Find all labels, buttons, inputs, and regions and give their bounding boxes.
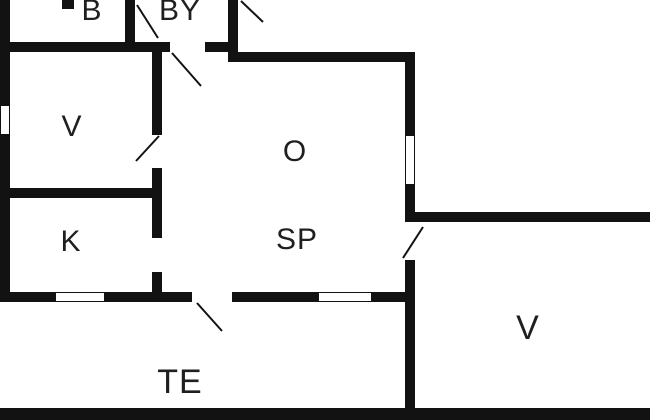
room-label-by: BY (158, 0, 202, 27)
room-label-b: B (81, 0, 103, 27)
wall-hall-left-lower (152, 272, 162, 302)
room-label-o: O (282, 135, 308, 168)
wall-sp-right-upper (405, 52, 415, 135)
wall-sp-te-b (372, 292, 415, 302)
wall-left-outer-upper (0, 0, 10, 105)
window-sp-south (318, 292, 372, 302)
room-label-sp: SP (275, 223, 319, 256)
wall-b-bottom (0, 42, 170, 52)
room-label-te: TE (157, 363, 203, 401)
window-left-wall (0, 105, 10, 135)
wall-hall-left-mid (152, 168, 162, 238)
door-swing-hall-o (171, 52, 202, 87)
wall-te-right (405, 260, 415, 408)
wall-by-bottom-stub (205, 42, 238, 52)
room-label-v-right: V (516, 309, 540, 347)
door-swing-v-left (135, 135, 160, 162)
window-sp-east (405, 135, 415, 185)
wall-v-k-divider (0, 188, 162, 198)
wall-left-outer-lower (0, 135, 10, 302)
room-label-k: K (60, 225, 82, 258)
wall-k-te-a (0, 292, 55, 302)
wall-top-stub (62, 0, 74, 9)
door-swing-by-top (240, 0, 264, 23)
wall-bottom-outer (0, 408, 650, 420)
wall-v-right-top (405, 212, 650, 222)
wall-by-right (228, 0, 238, 62)
door-swing-sp-v (402, 226, 424, 259)
room-label-v-left: V (61, 110, 83, 143)
window-k-south (55, 292, 105, 302)
wall-o-top (228, 52, 415, 62)
wall-b-by-divider (125, 0, 135, 52)
wall-hall-left-upper (152, 42, 162, 135)
wall-k-te-b (105, 292, 192, 302)
door-swing-te (196, 302, 223, 332)
wall-sp-right-mid (405, 185, 415, 222)
wall-sp-te-a (232, 292, 318, 302)
